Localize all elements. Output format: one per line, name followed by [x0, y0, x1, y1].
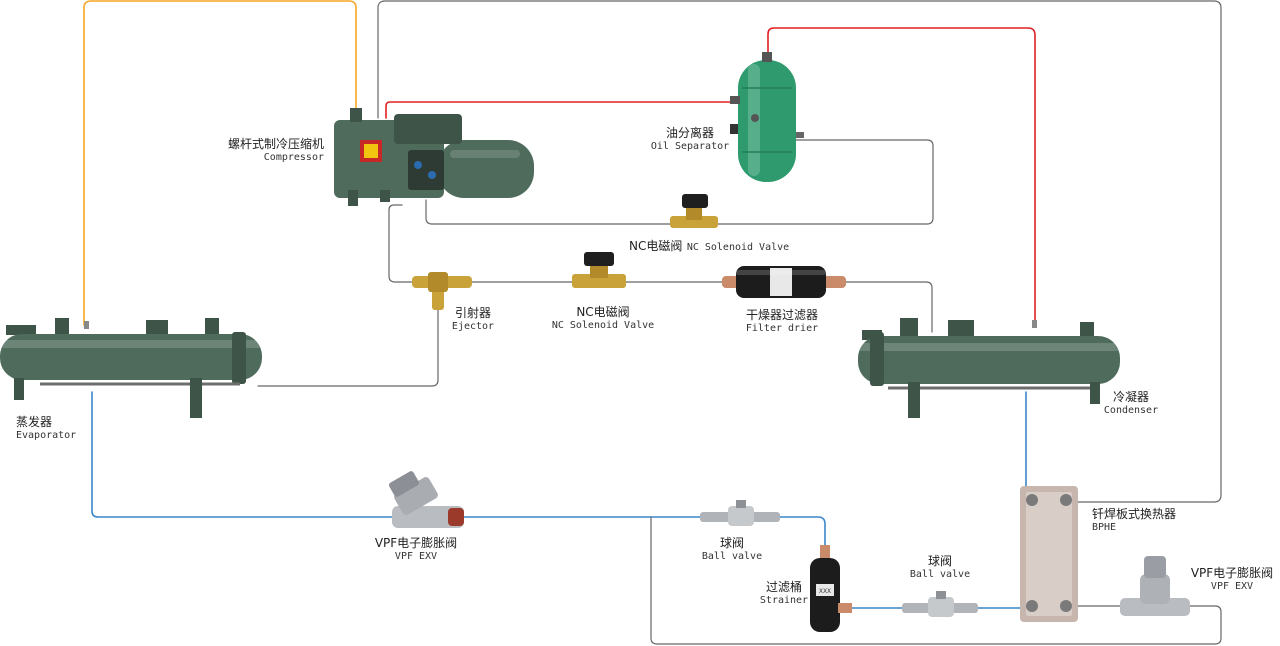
vpf-exv-right-label-zh: VPF电子膨胀阀 — [1190, 566, 1274, 580]
condenser — [858, 318, 1120, 418]
ball-valve-2 — [902, 591, 978, 617]
vpf-exv-left-label-zh: VPF电子膨胀阀 — [374, 536, 458, 550]
strainer-label: 过滤桶 Strainer — [756, 580, 812, 608]
solenoid-lower-label-en: NC Solenoid Valve — [551, 320, 655, 331]
ball-valve-1-label-en: Ball valve — [701, 551, 763, 562]
ejector — [412, 272, 472, 310]
ejector-label-en: Ejector — [451, 321, 495, 332]
ejector-label-zh: 引射器 — [454, 306, 491, 320]
ball-valve-1-label: 球阀 Ball valve — [700, 536, 764, 564]
ball-valve-2-label-en: Ball valve — [909, 569, 971, 580]
oil-separator-label: 油分离器 Oil Separator — [640, 126, 740, 154]
bphe-label-zh: 钎焊板式换热器 — [1092, 507, 1177, 521]
suction-line — [83, 0, 357, 326]
solenoid-lower-label-zh: NC电磁阀 — [576, 305, 630, 319]
ejector-label: 引射器 Ejector — [448, 306, 498, 334]
filter-drier — [722, 266, 846, 298]
evaporator — [0, 318, 262, 418]
bphe-label-en: BPHE — [1092, 522, 1117, 533]
ejector-feed-line — [471, 281, 933, 333]
vpf-exv-right-label-en: VPF EXV — [1210, 581, 1254, 592]
discharge-line-2 — [767, 27, 1036, 323]
vpf-exv-right — [1120, 556, 1190, 616]
solenoid-upper-label-zh: NC电磁阀 — [629, 239, 683, 253]
strainer: XXX — [810, 545, 852, 632]
compressor-label: 螺杆式制冷压缩机 Compressor — [206, 137, 324, 165]
solenoid-upper-label: NC电磁阀 NC Solenoid Valve — [629, 236, 799, 256]
vpf-exv-left-label-en: VPF EXV — [394, 551, 438, 562]
solenoid-upper-label-en: NC Solenoid Valve — [686, 242, 790, 253]
filter-drier-label-en: Filter drier — [745, 323, 819, 334]
solenoid-lower-label: NC电磁阀 NC Solenoid Valve — [548, 305, 658, 333]
ball-valve-1 — [700, 500, 780, 526]
ball-valve-1-label-zh: 球阀 — [719, 536, 744, 550]
discharge-line-1 — [385, 101, 741, 119]
ejector-suction-line — [388, 204, 416, 283]
vpf-exv-right-label: VPF电子膨胀阀 VPF EXV — [1186, 566, 1278, 594]
compressor-label-zh: 螺杆式制冷压缩机 — [227, 137, 324, 151]
vpf-exv-left — [388, 471, 464, 528]
compressor-label-en: Compressor — [263, 152, 324, 163]
strainer-tag: XXX — [819, 588, 831, 595]
solenoid-valve-lower — [572, 252, 626, 288]
oil-return-line — [425, 139, 934, 225]
oil-separator — [730, 52, 804, 182]
condenser-label-zh: 冷凝器 — [1112, 390, 1149, 404]
ejector-discharge-line — [257, 299, 439, 387]
economizer-vapor-line — [377, 0, 1222, 503]
solenoid-valve-upper — [670, 194, 718, 228]
ball-valve-2-label-zh: 球阀 — [927, 554, 952, 568]
strainer-label-zh: 过滤桶 — [765, 580, 802, 594]
evaporator-label: 蒸发器 Evaporator — [16, 415, 96, 443]
vpf-exv-left-label: VPF电子膨胀阀 VPF EXV — [364, 536, 468, 564]
filter-drier-label: 干燥器过滤器 Filter drier — [730, 308, 834, 336]
condenser-label: 冷凝器 Condenser — [1100, 390, 1162, 418]
evaporator-label-en: Evaporator — [16, 430, 77, 441]
condenser-label-en: Condenser — [1103, 405, 1159, 416]
oil-separator-label-en: Oil Separator — [650, 141, 730, 152]
filter-drier-label-zh: 干燥器过滤器 — [745, 308, 818, 322]
oil-separator-label-zh: 油分离器 — [665, 126, 714, 140]
bphe-label: 钎焊板式换热器 BPHE — [1092, 507, 1202, 535]
evaporator-label-zh: 蒸发器 — [16, 415, 53, 429]
bphe — [1020, 486, 1078, 622]
compressor — [334, 108, 534, 206]
ball-valve-2-label: 球阀 Ball valve — [908, 554, 972, 582]
strainer-label-en: Strainer — [759, 595, 809, 606]
bphe-return-loop — [650, 516, 1222, 645]
